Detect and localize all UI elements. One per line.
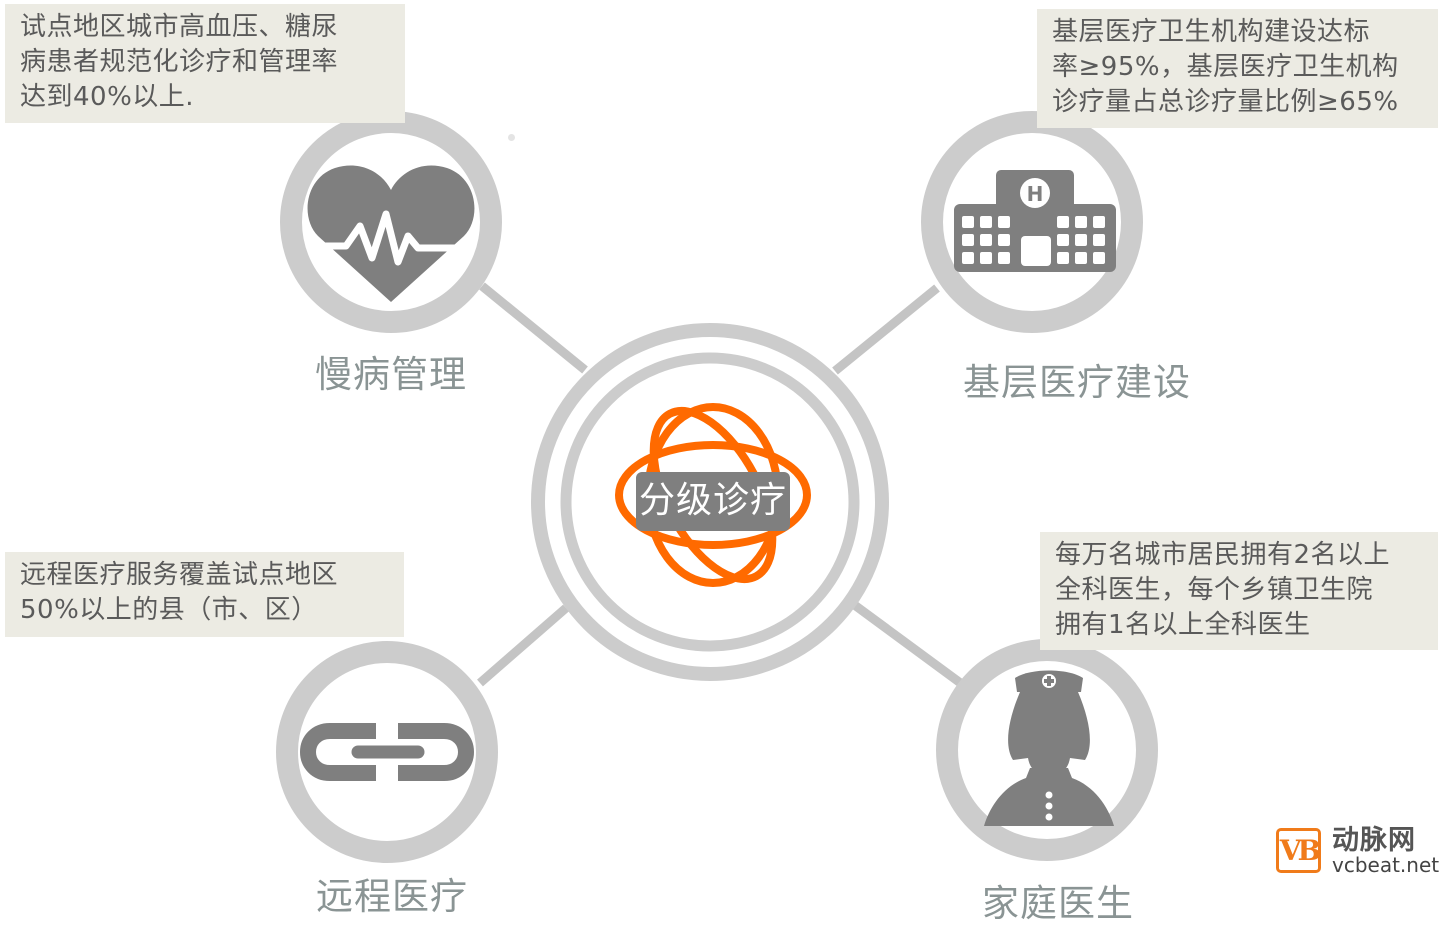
svg-text:H: H [1027, 182, 1044, 206]
note-line: 诊疗量占总诊疗量比例≥65% [1052, 87, 1399, 117]
note-line: 达到40%以上. [20, 82, 195, 112]
note-line: 50%以上的县（市、区） [20, 595, 318, 625]
note-line: 基层医疗卫生机构建设达标 [1052, 17, 1371, 47]
note-line: 每万名城市居民拥有2名以上 [1055, 540, 1391, 570]
logo-mark-icon: VB [1276, 828, 1321, 873]
note-family: 每万名城市居民拥有2名以上 全科医生，每个乡镇卫生院 拥有1名以上全科医生 [1040, 532, 1438, 650]
connector-telemedicine [477, 604, 569, 687]
node-label-family: 家庭医生 [982, 882, 1134, 925]
nurse-icon [984, 670, 1114, 826]
logo-name-en: vcbeat.net [1332, 853, 1440, 877]
note-line: 试点地区城市高血压、糖尿 [20, 12, 339, 42]
connector-primary [832, 284, 940, 375]
note-chronic: 试点地区城市高血压、糖尿 病患者规范化诊疗和管理率 达到40%以上. [5, 4, 405, 123]
node-label-primary: 基层医疗建设 [963, 361, 1191, 404]
logo-name-cn: 动脉网 [1332, 825, 1416, 856]
chain-link-icon [299, 723, 475, 781]
decorative-dot [508, 134, 515, 141]
note-line: 全科医生，每个乡镇卫生院 [1055, 575, 1374, 605]
note-line: 病患者规范化诊疗和管理率 [20, 47, 339, 77]
node-label-chronic: 慢病管理 [315, 353, 467, 396]
note-line: 远程医疗服务覆盖试点地区 [20, 560, 339, 590]
connector-family [842, 594, 977, 697]
vcbeat-logo: VB 动脉网 vcbeat.net [1276, 825, 1440, 878]
note-telemedicine: 远程医疗服务覆盖试点地区 50%以上的县（市、区） [5, 552, 404, 637]
hospital-icon: H [954, 170, 1116, 272]
note-primary: 基层医疗卫生机构建设达标 率≥95%，基层医疗卫生机构 诊疗量占总诊疗量比例≥6… [1037, 9, 1438, 128]
heart-pulse-icon [307, 165, 475, 302]
note-line: 率≥95%，基层医疗卫生机构 [1052, 52, 1399, 82]
connector-lines [477, 282, 977, 697]
note-line: 拥有1名以上全科医生 [1055, 610, 1311, 640]
connector-chronic [479, 282, 588, 374]
center-label: 分级诊疗 [636, 472, 790, 531]
node-label-telemedicine: 远程医疗 [316, 875, 468, 918]
